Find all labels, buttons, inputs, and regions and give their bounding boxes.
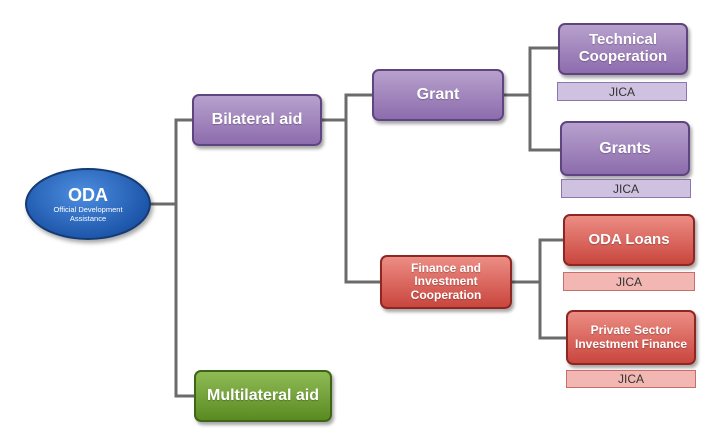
technical-cooperation-node: Technical Cooperation: [558, 23, 688, 75]
private-sector-agency-tag: JICA: [566, 370, 696, 388]
oda-subtitle: Official Development Assistance: [53, 204, 123, 223]
oda-title: ODA: [68, 184, 108, 205]
oda-loans-agency-tag: JICA: [563, 272, 695, 291]
grant-node: Grant: [372, 69, 504, 121]
finance-investment-node: Finance and Investment Cooperation: [380, 255, 512, 309]
private-sector-investment-node: Private Sector Investment Finance: [566, 310, 696, 365]
multilateral-aid-node: Multilateral aid: [194, 370, 332, 422]
technical-cooperation-agency-tag: JICA: [557, 82, 687, 101]
oda-root-node: ODA Official Development Assistance: [25, 168, 151, 240]
grants-agency-tag: JICA: [561, 179, 691, 198]
oda-loans-node: ODA Loans: [563, 214, 695, 266]
grants-node: Grants: [560, 121, 690, 176]
bilateral-aid-node: Bilateral aid: [192, 94, 322, 146]
